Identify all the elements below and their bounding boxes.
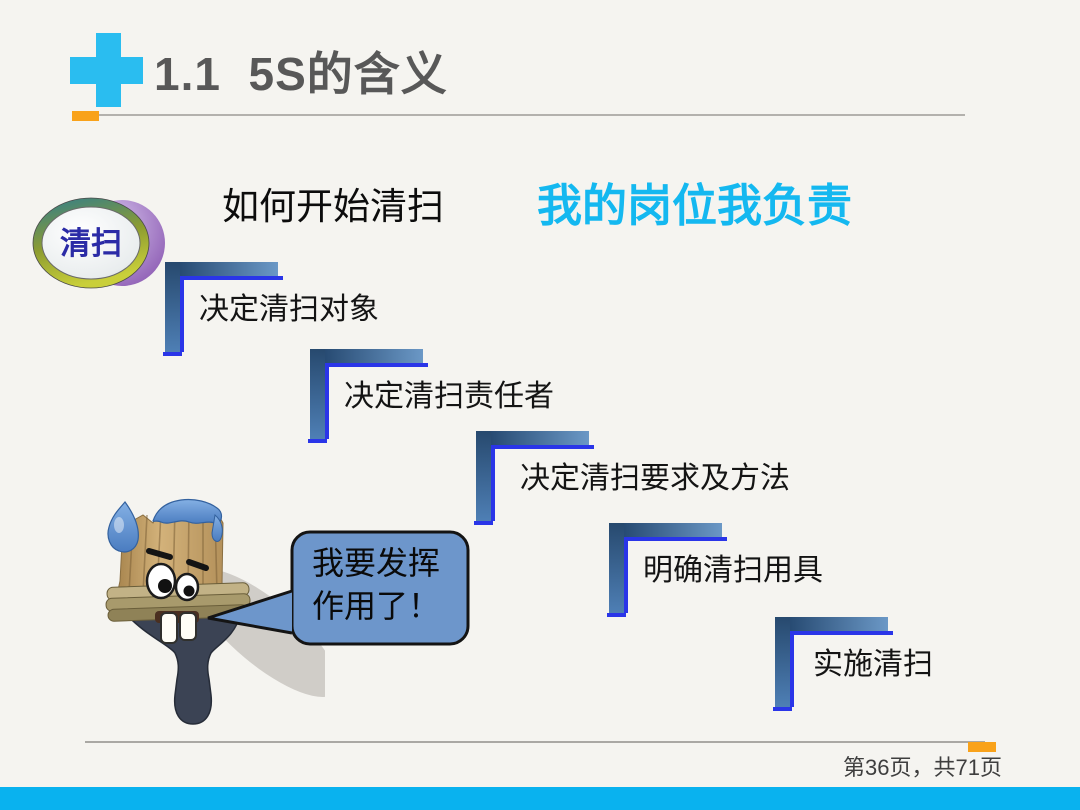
- bracket-icon: [476, 431, 589, 445]
- bracket-accent: [622, 537, 727, 541]
- bottom-accent-bar: [0, 787, 1080, 810]
- bracket-accent: [180, 276, 184, 352]
- step-label: 明确清扫用具: [643, 554, 823, 587]
- bubble-tail: [207, 589, 293, 635]
- paintbrush-mascot: [105, 498, 325, 725]
- step-label: 决定清扫对象: [199, 293, 379, 326]
- eyebrow: [146, 548, 173, 560]
- bracket-accent: [790, 631, 794, 707]
- slogan-text: 我的岗位我负责: [537, 180, 853, 231]
- footer-orange-tab: [968, 742, 996, 752]
- bracket-accent: [323, 363, 428, 367]
- paint-blob: [152, 498, 223, 525]
- bracket-icon: [476, 431, 491, 521]
- step-2: 决定清扫责任者: [308, 349, 710, 459]
- bracket-icon: [165, 262, 180, 352]
- dollop-highlight: [114, 517, 124, 533]
- tooth-icon: [179, 612, 197, 641]
- step-3: 决定清扫要求及方法: [474, 431, 876, 541]
- bracket-accent: [489, 445, 594, 449]
- bracket-accent: [308, 439, 327, 443]
- bracket-icon: [609, 523, 624, 613]
- bracket-icon: [609, 523, 722, 537]
- bubble-text: 我要发挥 作用了！: [312, 542, 440, 628]
- step-label: 决定清扫要求及方法: [520, 462, 790, 495]
- bracket-accent: [607, 613, 626, 617]
- bracket-accent: [624, 537, 628, 613]
- page-title: 1.1 5S的含义: [154, 48, 448, 100]
- question-text: 如何开始清扫: [222, 186, 444, 227]
- header-divider: [72, 114, 965, 116]
- bracket-accent: [178, 276, 283, 280]
- step-4: 明确清扫用具: [607, 523, 1009, 633]
- badge-face: [41, 206, 141, 280]
- plus-icon: [70, 57, 143, 84]
- bubble-line-2: 作用了！: [312, 588, 441, 624]
- paint-dollop: [107, 501, 139, 553]
- tooth-icon: [160, 612, 178, 644]
- bracket-accent: [788, 631, 893, 635]
- bracket-icon: [775, 617, 888, 631]
- bracket-accent: [163, 352, 182, 356]
- bracket-accent: [773, 707, 792, 711]
- paint-drip: [211, 514, 223, 542]
- eyebrow: [186, 559, 209, 571]
- step-1: 决定清扫对象: [163, 262, 565, 372]
- sweep-badge: 清扫: [32, 197, 165, 289]
- pupil: [158, 579, 172, 593]
- bubble-body: [290, 530, 470, 646]
- speech-bubble: [207, 530, 470, 646]
- bracket-icon: [165, 262, 278, 276]
- bracket-accent: [474, 521, 493, 525]
- header-orange-tab: [72, 111, 99, 121]
- badge-label: 清扫: [60, 226, 122, 262]
- step-5: 实施清扫: [773, 617, 1080, 727]
- bracket-accent: [491, 445, 495, 521]
- bracket-icon: [310, 349, 423, 363]
- step-label: 决定清扫责任者: [344, 380, 554, 413]
- brush-handle: [123, 612, 242, 725]
- pupil: [183, 585, 195, 597]
- bracket-icon: [775, 617, 790, 707]
- footer-divider: [85, 741, 985, 743]
- bubble-line-1: 我要发挥: [312, 545, 441, 581]
- bracket-icon: [310, 349, 325, 439]
- step-label: 实施清扫: [813, 648, 933, 681]
- bracket-accent: [325, 363, 329, 439]
- page-number: 第36页，共71页: [843, 755, 1002, 780]
